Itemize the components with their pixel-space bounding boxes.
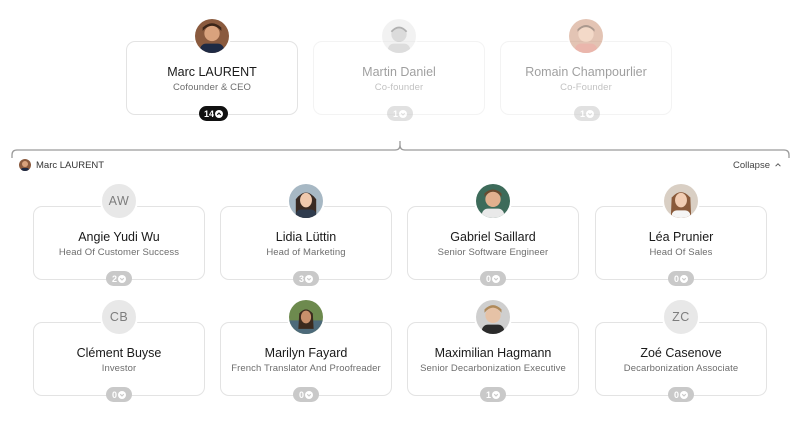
reports-toggle-button[interactable]: 2	[106, 271, 132, 286]
chevron-down-icon	[492, 390, 500, 399]
person-name: Gabriel Saillard	[450, 230, 536, 244]
person-role: Cofounder & CEO	[172, 82, 252, 93]
chevron-down-icon	[586, 109, 594, 118]
avatar	[474, 182, 512, 220]
chevron-up-icon	[215, 109, 224, 118]
reports-count: 2	[111, 273, 117, 284]
collapse-label: Collapse	[733, 159, 770, 171]
avatar	[287, 298, 325, 336]
person-name: Marc LAURENT	[167, 65, 257, 79]
person-name: Martin Daniel	[362, 65, 436, 79]
reports-count: 0	[485, 273, 491, 284]
reports-toggle-button[interactable]: 3	[293, 271, 319, 286]
person-role: Senior Decarbonization Executive	[420, 363, 566, 374]
avatar	[19, 159, 31, 171]
person-role: Investor	[101, 363, 137, 374]
avatar	[662, 182, 700, 220]
chevron-down-icon	[305, 390, 313, 399]
group-manager-name: Marc LAURENT	[36, 159, 105, 171]
person-name: Zoé Casenove	[640, 346, 722, 360]
reports-count: 1	[485, 389, 491, 400]
avatar: AW	[100, 182, 138, 220]
person-role: Senior Software Engineer	[437, 247, 549, 258]
person-role: Co-Founder	[560, 82, 612, 93]
org-card-zoe-casenove[interactable]: Zoé Casenove Decarbonization Associate	[595, 322, 767, 396]
person-role: Decarbonization Associate	[623, 363, 739, 374]
person-role: Co-founder	[374, 82, 424, 93]
avatar-initials: AW	[108, 194, 130, 208]
avatar-initials: ZC	[672, 310, 690, 324]
reports-toggle-button[interactable]: 0	[668, 271, 694, 286]
reports-toggle-button[interactable]: 0	[293, 387, 319, 402]
chevron-down-icon	[680, 274, 688, 283]
reports-count: 1	[579, 108, 585, 119]
person-name: Lidia Lüttin	[275, 230, 337, 244]
reports-toggle-button[interactable]: 0	[480, 271, 506, 286]
reports-count: 1	[392, 108, 398, 119]
person-role: Head Of Sales	[649, 247, 713, 258]
person-name: Romain Champourlier	[525, 65, 647, 79]
avatar: ZC	[662, 298, 700, 336]
person-name: Maximilian Hagmann	[434, 346, 552, 360]
reports-count: 0	[298, 389, 304, 400]
avatar	[193, 17, 231, 55]
chevron-down-icon	[118, 274, 126, 283]
avatar	[567, 17, 605, 55]
avatar: CB	[100, 298, 138, 336]
avatar-initials: CB	[109, 310, 129, 324]
reports-toggle-button[interactable]: 0	[106, 387, 132, 402]
chevron-down-icon	[680, 390, 688, 399]
chevron-down-icon	[492, 274, 500, 283]
person-role: French Translator And Proofreader	[231, 363, 381, 374]
chevron-down-icon	[118, 390, 126, 399]
reports-toggle-button[interactable]: 14	[199, 106, 229, 121]
chevron-down-icon	[399, 109, 407, 118]
group-bracket	[11, 141, 790, 158]
person-role: Head of Marketing	[266, 247, 346, 258]
person-name: Clément Buyse	[76, 346, 162, 360]
avatar	[474, 298, 512, 336]
reports-count: 3	[298, 273, 304, 284]
reports-count: 0	[673, 389, 679, 400]
chevron-down-icon	[305, 274, 313, 283]
person-role: Head Of Customer Success	[58, 247, 180, 258]
person-name: Marilyn Fayard	[264, 346, 348, 360]
reports-toggle-button[interactable]: 1	[480, 387, 506, 402]
chevron-up-icon	[775, 163, 781, 167]
reports-count: 0	[111, 389, 117, 400]
reports-toggle-button[interactable]: 1	[574, 106, 600, 121]
person-name: Léa Prunier	[648, 230, 714, 244]
avatar	[380, 17, 418, 55]
reports-count: 0	[673, 273, 679, 284]
person-name: Angie Yudi Wu	[78, 230, 160, 244]
reports-toggle-button[interactable]: 1	[387, 106, 413, 121]
reports-toggle-button[interactable]: 0	[668, 387, 694, 402]
collapse-button[interactable]: Collapse	[733, 158, 782, 172]
reports-count: 14	[204, 108, 215, 119]
avatar	[287, 182, 325, 220]
group-manager-label: Marc LAURENT	[19, 158, 104, 172]
